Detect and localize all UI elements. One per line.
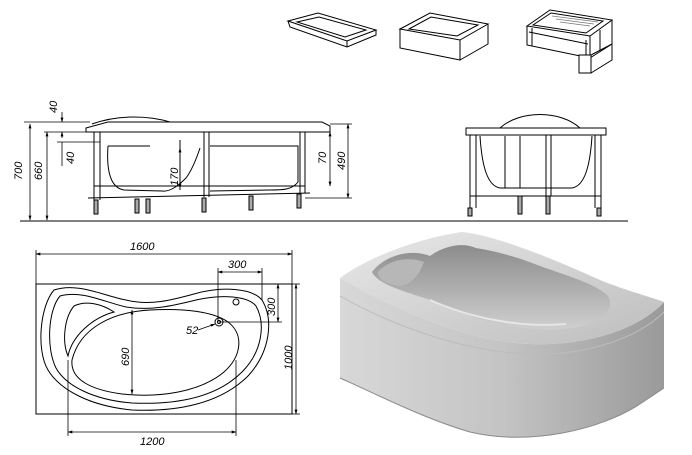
dim-depth: 170: [169, 167, 181, 186]
side-view-dimension-lines: [24, 112, 352, 221]
dim-total-height: 700: [13, 161, 25, 180]
dim-frame-height: 490: [336, 151, 348, 170]
thumbnail-bathtub-with-frame-and-panel: [525, 9, 614, 74]
thumbnail-bathtub-with-panel: [398, 12, 490, 61]
dim-drain-offset-y: 300: [266, 297, 278, 316]
dim-drain-diameter: 52: [186, 325, 198, 337]
dim-rim-offset: 40: [65, 151, 77, 164]
dim-inner-length: 1200: [140, 436, 165, 448]
bathtub-3d-render: [339, 232, 665, 438]
dim-drain-offset-x: 300: [228, 259, 247, 271]
top-view-dimension-lines: [35, 250, 300, 436]
top-view-drawing: 1600 300 300 1000 52 690 1200: [35, 241, 300, 448]
side-view-drawing: 40 40 700 660 170 70 490: [13, 100, 628, 222]
thumbnail-bathtub-only: [286, 12, 378, 48]
front-view-drawing: [465, 114, 607, 217]
dim-panel-gap: 70: [317, 151, 329, 164]
dim-top-edge: 40: [48, 100, 60, 113]
dim-width: 1000: [283, 345, 295, 370]
dim-rim-height: 660: [33, 161, 45, 180]
side-view-dimension-labels: 40 40 700 660 170 70 490: [13, 100, 348, 186]
top-view-dimension-labels: 1600 300 300 1000 52 690 1200: [120, 241, 295, 448]
dim-length: 1600: [130, 241, 155, 253]
dim-inner-width: 690: [120, 347, 132, 366]
